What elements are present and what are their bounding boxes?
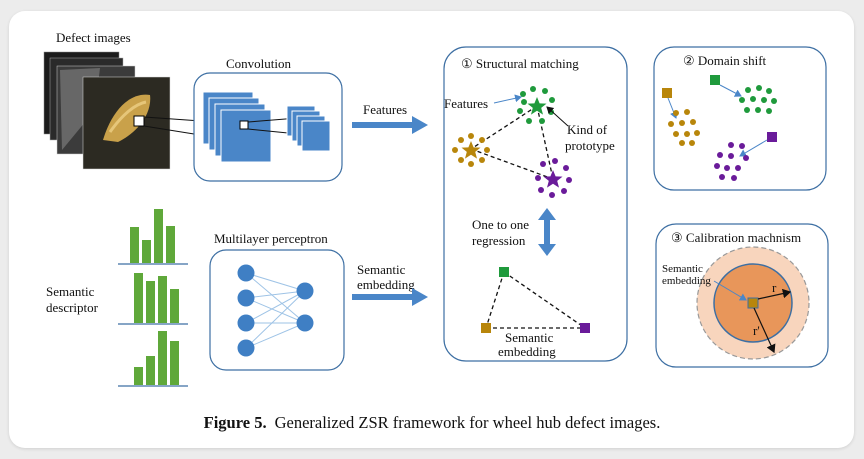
calibration-semantic-label-1: Semantic: [662, 263, 703, 275]
domain-gold-cluster: [668, 109, 700, 146]
domain-shift-panel: [653, 46, 827, 191]
features-pointer: [493, 94, 522, 104]
conv-layers-small: [286, 105, 331, 152]
structural-matching-panel: [443, 46, 628, 362]
semantic-embedding-arrow: [352, 288, 428, 306]
semantic-descriptor-label-2: descriptor: [46, 300, 99, 315]
domain-gold-embedding: [662, 88, 672, 98]
gold-cluster: [452, 133, 490, 167]
defect-images-label: Defect images: [56, 30, 131, 45]
convolution-label: Convolution: [226, 56, 292, 71]
regression-double-arrow: [538, 208, 556, 256]
calibration-embedding-node: [747, 297, 759, 309]
kind-of-prototype-label-1: Kind of: [567, 122, 608, 137]
mlp-network: [245, 272, 306, 349]
caption-text: Generalized ZSR framework for wheel hub …: [275, 413, 661, 432]
radius-r-arrow: [757, 288, 792, 300]
radius-r-prime-label: r': [753, 323, 760, 338]
structural-matching-title: ① Structural matching: [461, 56, 579, 71]
purple-cluster: [535, 158, 572, 198]
domain-green-cluster: [739, 85, 777, 114]
bar-chart-1: [118, 209, 188, 265]
one-to-one-label-2: regression: [472, 233, 526, 248]
domain-purple-embedding: [767, 132, 777, 142]
radius-r-label: r: [772, 280, 777, 295]
semantic-descriptor-label-1: Semantic: [46, 284, 95, 299]
domain-purple-cluster: [714, 142, 749, 181]
semantic-node-gold: [481, 323, 491, 333]
semantic-node-purple: [580, 323, 590, 333]
bar-chart-3: [118, 331, 188, 387]
domain-purple-arrow: [739, 139, 768, 157]
figure-caption: Figure 5. Generalized ZSR framework for …: [204, 413, 661, 432]
semantic-triangle: [485, 271, 586, 329]
kind-of-prototype-label-2: prototype: [565, 138, 615, 153]
semantic-embedding-arrow-label-2: embedding: [357, 277, 415, 292]
calibration-title: ③ Calibration machnism: [671, 230, 801, 245]
calibration-semantic-label-2: embedding: [662, 275, 711, 287]
one-to-one-label-1: One to one: [472, 217, 529, 232]
bar-chart-2: [118, 273, 188, 325]
semantic-embedding-label-2: embedding: [498, 344, 556, 359]
domain-green-embedding: [710, 75, 720, 85]
radius-r-prime-arrow: [753, 307, 776, 354]
features-arrow-label: Features: [363, 102, 407, 117]
features-arrow: [352, 116, 428, 134]
mlp-panel: [209, 249, 345, 371]
defect-image-stack: [43, 51, 171, 170]
calibration-semantic-pointer: [713, 280, 747, 301]
kind-of-prototype-pointer: [546, 106, 569, 127]
semantic-embedding-label-1: Semantic: [505, 330, 554, 345]
mlp-nodes: [237, 264, 314, 357]
mlp-label: Multilayer perceptron: [214, 231, 328, 246]
domain-shift-title: ② Domain shift: [683, 53, 767, 68]
caption-label: Figure 5.: [204, 413, 267, 432]
semantic-embedding-arrow-label-1: Semantic: [357, 262, 406, 277]
domain-green-arrow: [719, 84, 742, 97]
features-label: Features: [444, 96, 488, 111]
semantic-node-green: [499, 267, 509, 277]
